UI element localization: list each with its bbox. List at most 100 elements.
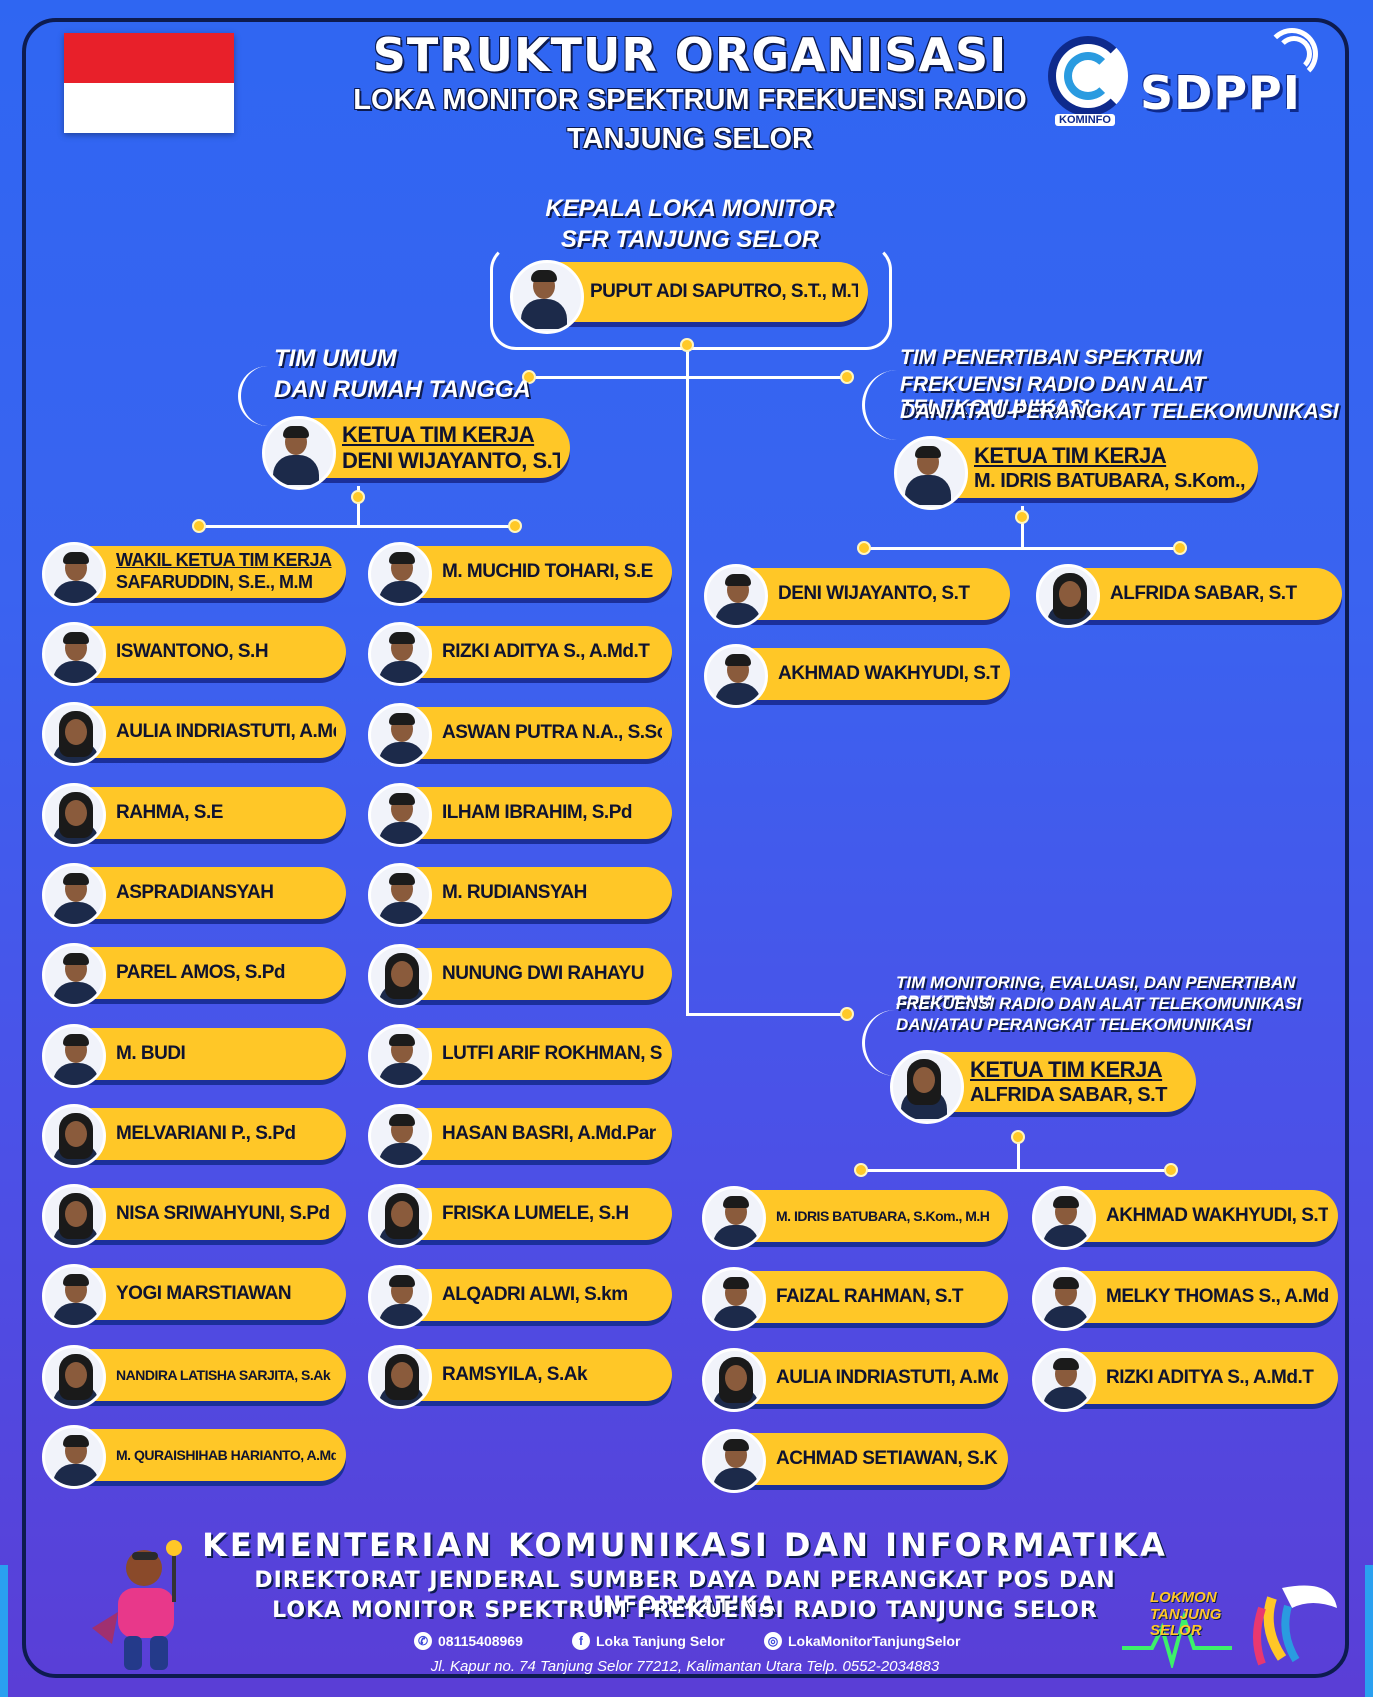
member-card: NUNUNG DWI RAHAYU xyxy=(368,943,672,1008)
page-title: STRUKTUR ORGANISASI xyxy=(372,28,1008,82)
member-card: RIZKI ADITYA S., A.Md.T xyxy=(368,622,672,687)
mascot-icon xyxy=(92,1540,182,1670)
member-name: MELVARIANI P., S.Pd xyxy=(116,1122,296,1144)
member-card: YOGI MARSTIAWAN xyxy=(42,1264,346,1329)
page-subtitle-1: LOKA MONITOR SPEKTRUM FREKUENSI RADIO xyxy=(353,84,1027,116)
member-card: RAHMA, S.E xyxy=(42,782,346,847)
penertiban-vertical-connector xyxy=(1021,506,1024,548)
footer-office: LOKA MONITOR SPEKTRUM FREKUENSI RADIO TA… xyxy=(272,1598,1098,1623)
umum-deputy-name: SAFARUDDIN, S.E., M.M xyxy=(116,572,313,592)
member-card: AKHMAD WAKHYUDI, S.T xyxy=(1032,1186,1338,1250)
member-card: FAIZAL RAHMAN, S.T xyxy=(702,1267,1008,1331)
head-caption-1: KEPALA LOKA MONITOR xyxy=(545,195,835,222)
member-card: PAREL AMOS, S.Pd xyxy=(42,943,346,1008)
poster-frame xyxy=(22,18,1349,1678)
connector-dot xyxy=(840,1007,854,1021)
avatar xyxy=(1036,564,1100,628)
footer-address: Jl. Kapur no. 74 Tanjung Selor 77212, Ka… xyxy=(430,1658,940,1675)
monitoring-horizontal-connector xyxy=(860,1169,1172,1172)
monitoring-bracket xyxy=(862,1010,905,1076)
avatar xyxy=(368,943,432,1008)
avatar xyxy=(42,702,106,767)
top-horizontal-connector xyxy=(528,376,848,379)
instagram-contact[interactable]: ◎ LokaMonitorTanjungSelor xyxy=(764,1632,960,1650)
member-card: ISWANTONO, S.H xyxy=(42,622,346,686)
page-subtitle-2: TANJUNG SELOR xyxy=(567,123,813,155)
whatsapp-icon: ✆ xyxy=(414,1632,432,1650)
member-name: M. QURAISHIHAB HARIANTO, A.Md xyxy=(116,1447,336,1463)
avatar xyxy=(368,622,432,687)
head-card: PUPUT ADI SAPUTRO, S.T., M.T xyxy=(510,260,868,334)
member-card: M. BUDI xyxy=(42,1023,346,1088)
avatar xyxy=(368,863,432,928)
avatar xyxy=(42,622,106,686)
avatar xyxy=(42,1344,106,1409)
penertiban-horizontal-connector xyxy=(863,547,1181,550)
avatar xyxy=(368,1345,432,1409)
member-name: FRISKA LUMELE, S.H xyxy=(442,1203,629,1225)
member-card: ASWAN PUTRA N.A., S.Sos xyxy=(368,702,672,767)
connector-dot xyxy=(522,370,536,384)
member-card: NANDIRA LATISHA SARJITA, S.Ak xyxy=(42,1344,346,1409)
umum-vertical-connector xyxy=(357,486,360,526)
member-name: AKHMAD WAKHYUDI, S.T xyxy=(778,663,1000,684)
penertiban-bracket xyxy=(862,370,905,440)
avatar xyxy=(42,1425,106,1489)
member-name: ALFRIDA SABAR, S.T xyxy=(1110,583,1297,604)
avatar xyxy=(368,1184,432,1249)
member-name: ALQADRI ALWI, S.km xyxy=(442,1283,628,1305)
instagram-handle: LokaMonitorTanjungSelor xyxy=(788,1633,961,1649)
avatar xyxy=(368,702,432,767)
member-card: ILHAM IBRAHIM, S.Pd xyxy=(368,782,672,847)
member-name: NANDIRA LATISHA SARJITA, S.Ak xyxy=(116,1366,331,1383)
member-name: AULIA INDRIASTUTI, A.Md xyxy=(116,721,336,743)
member-card: M. RUDIANSYAH xyxy=(368,863,672,928)
member-card: DENI WIJAYANTO, S.T xyxy=(704,564,1010,628)
footer-ministry: KEMENTERIAN KOMUNIKASI DAN INFORMATIKA xyxy=(202,1526,1168,1564)
member-card: AKHMAD WAKHYUDI, S.T xyxy=(704,644,1010,708)
member-name: NISA SRIWAHYUNI, S.Pd xyxy=(116,1203,330,1225)
umum-leader-role: KETUA TIM KERJA xyxy=(342,421,535,447)
member-card: MELKY THOMAS S., A.Md xyxy=(1032,1267,1338,1331)
avatar xyxy=(42,1103,106,1168)
avatar xyxy=(702,1348,766,1412)
connector-dot xyxy=(1164,1163,1178,1177)
member-name: ASPRADIANSYAH xyxy=(116,881,274,903)
phone-contact[interactable]: ✆ 08115408969 xyxy=(414,1632,523,1650)
member-card: ASPRADIANSYAH xyxy=(42,862,346,927)
phone-number: 08115408969 xyxy=(438,1633,523,1649)
footer-directorate: DIREKTORAT JENDERAL SUMBER DAYA DAN PERA… xyxy=(254,1568,1116,1618)
member-name: AKHMAD WAKHYUDI, S.T xyxy=(1106,1205,1328,1226)
avatar xyxy=(702,1429,766,1493)
member-name: FAIZAL RAHMAN, S.T xyxy=(776,1286,963,1307)
avatar xyxy=(704,644,768,708)
member-card: AULIA INDRIASTUTI, A.Md xyxy=(42,702,346,767)
monitoring-leader-name: ALFRIDA SABAR, S.T xyxy=(970,1084,1167,1107)
connector-dot xyxy=(680,338,694,352)
umum-bracket xyxy=(238,366,281,426)
avatar xyxy=(368,1264,432,1329)
member-card: ALFRIDA SABAR, S.T xyxy=(1036,564,1342,628)
avatar xyxy=(42,862,106,927)
instagram-icon: ◎ xyxy=(764,1632,782,1650)
member-name: ILHAM IBRAHIM, S.Pd xyxy=(442,801,633,823)
member-name: NUNUNG DWI RAHAYU xyxy=(442,962,644,984)
monitoring-caption-2: FREKUENSI RADIO DAN ALAT TELEKOMUNIKASI xyxy=(896,994,1302,1013)
member-card: MELVARIANI P., S.Pd xyxy=(42,1103,346,1168)
avatar xyxy=(1032,1186,1096,1250)
member-name: PAREL AMOS, S.Pd xyxy=(116,962,286,984)
connector-dot xyxy=(857,541,871,555)
monitoring-caption-3: DAN/ATAU PERANGKAT TELEKOMUNIKASI xyxy=(896,1015,1252,1034)
avatar xyxy=(42,782,106,847)
member-name: RAHMA, S.E xyxy=(116,801,223,823)
member-name: RIZKI ADITYA S., A.Md.T xyxy=(442,641,650,663)
member-name: ASWAN PUTRA N.A., S.Sos xyxy=(442,721,662,743)
connector-dot xyxy=(1011,1130,1025,1144)
monitoring-caption-1: TIM MONITORING, EVALUASI, DAN PENERTIBAN… xyxy=(896,973,1296,1011)
facebook-contact[interactable]: f Loka Tanjung Selor xyxy=(572,1632,725,1650)
monitoring-leader-role: KETUA TIM KERJA xyxy=(970,1056,1163,1082)
member-name: M. IDRIS BATUBARA, S.Kom., M.H xyxy=(776,1208,990,1224)
